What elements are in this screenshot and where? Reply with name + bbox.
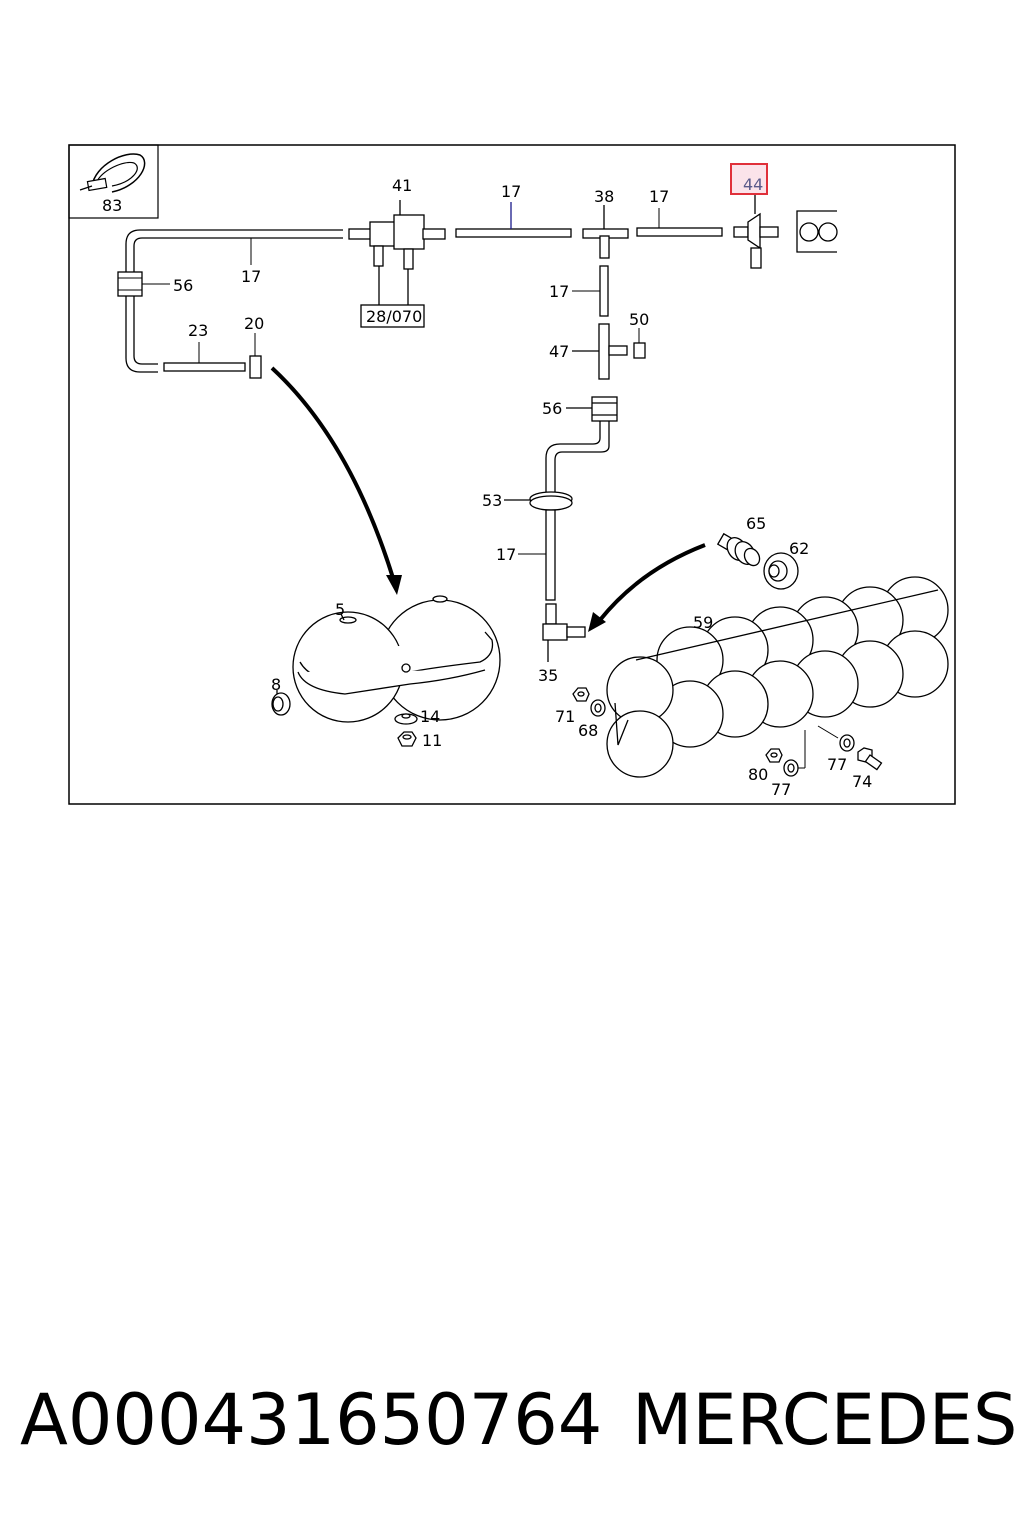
- nut-11: [397, 731, 417, 747]
- label-20: 20: [244, 314, 264, 333]
- hose-17-vertical-upper: [599, 265, 609, 317]
- diagram-frame: [68, 144, 956, 805]
- label-17-top-middle: 17: [501, 182, 521, 201]
- vacuum-reservoir-59: [606, 576, 949, 778]
- label-47: 47: [549, 342, 569, 361]
- arrow-to-reservoir: [270, 366, 402, 595]
- label-28-070: 28/070: [366, 307, 422, 326]
- hose-17-left: [125, 229, 343, 373]
- label-14: 14: [420, 707, 440, 726]
- washer-14: [394, 713, 418, 725]
- label-71: 71: [555, 707, 575, 726]
- label-62: 62: [789, 539, 809, 558]
- label-38: 38: [594, 187, 614, 206]
- grommet-62: [763, 552, 799, 590]
- label-80: 80: [748, 765, 768, 784]
- hose-clamp-56-middle: [566, 396, 618, 422]
- label-8: 8: [271, 675, 281, 694]
- hose-23: [163, 362, 246, 372]
- label-77-lower: 77: [771, 780, 791, 799]
- footer: A000431650764 MERCEDES: [0, 1375, 1024, 1475]
- label-41: 41: [392, 176, 412, 195]
- brand-name: MERCEDES: [632, 1379, 1018, 1461]
- nut-80: [765, 748, 783, 763]
- label-23: 23: [188, 321, 208, 340]
- elbow-connector-35: [542, 603, 586, 662]
- plug-20: [249, 355, 262, 379]
- grommet-8: [271, 690, 291, 716]
- label-50: 50: [629, 310, 649, 329]
- t-connector-47: [572, 323, 628, 380]
- washer-77-lower: [783, 759, 799, 777]
- cable-tie-inset: [68, 144, 159, 219]
- label-17-vertical-upper: 17: [549, 282, 569, 301]
- valve-41: [348, 200, 446, 305]
- label-83: 83: [102, 196, 122, 215]
- partial-component-right: [796, 210, 838, 253]
- ref-28-070-box: [360, 304, 425, 328]
- label-53: 53: [482, 491, 502, 510]
- hose-clamp-56-left: [117, 271, 170, 297]
- parts-diagram: 83 17 56 23 20 41 28/070 17: [68, 144, 956, 805]
- check-valve-65: [716, 532, 761, 567]
- label-17-top-right: 17: [649, 187, 669, 206]
- cap-50: [633, 342, 646, 359]
- part-number: A000431650764: [20, 1379, 603, 1461]
- grommet-53: [504, 491, 573, 511]
- label-74: 74: [852, 772, 872, 791]
- label-68: 68: [578, 721, 598, 740]
- nut-71: [572, 687, 590, 702]
- hose-17-top-middle: [455, 228, 572, 238]
- label-35: 35: [538, 666, 558, 685]
- label-56-middle: 56: [542, 399, 562, 418]
- vacuum-reservoir-5: [292, 595, 501, 723]
- washer-77-upper: [839, 734, 855, 752]
- label-17-left: 17: [241, 267, 261, 286]
- label-17-vertical-lower: 17: [496, 545, 516, 564]
- washer-68: [590, 699, 606, 717]
- connector-44: [733, 194, 779, 269]
- hose-curve-middle: [545, 421, 610, 498]
- label-11: 11: [422, 731, 442, 750]
- hose-17-vertical-lower: [545, 509, 556, 601]
- label-77-upper: 77: [827, 755, 847, 774]
- label-44: 44: [743, 175, 763, 194]
- hose-17-top-right: [636, 227, 723, 237]
- highlight-box-44: [730, 163, 768, 195]
- t-connector-38: [582, 205, 629, 259]
- label-59: 59: [693, 613, 713, 632]
- label-65: 65: [746, 514, 766, 533]
- arrow-to-elbow: [588, 543, 706, 632]
- label-5: 5: [335, 600, 345, 619]
- label-56-left: 56: [173, 276, 193, 295]
- bolt-74: [857, 747, 883, 771]
